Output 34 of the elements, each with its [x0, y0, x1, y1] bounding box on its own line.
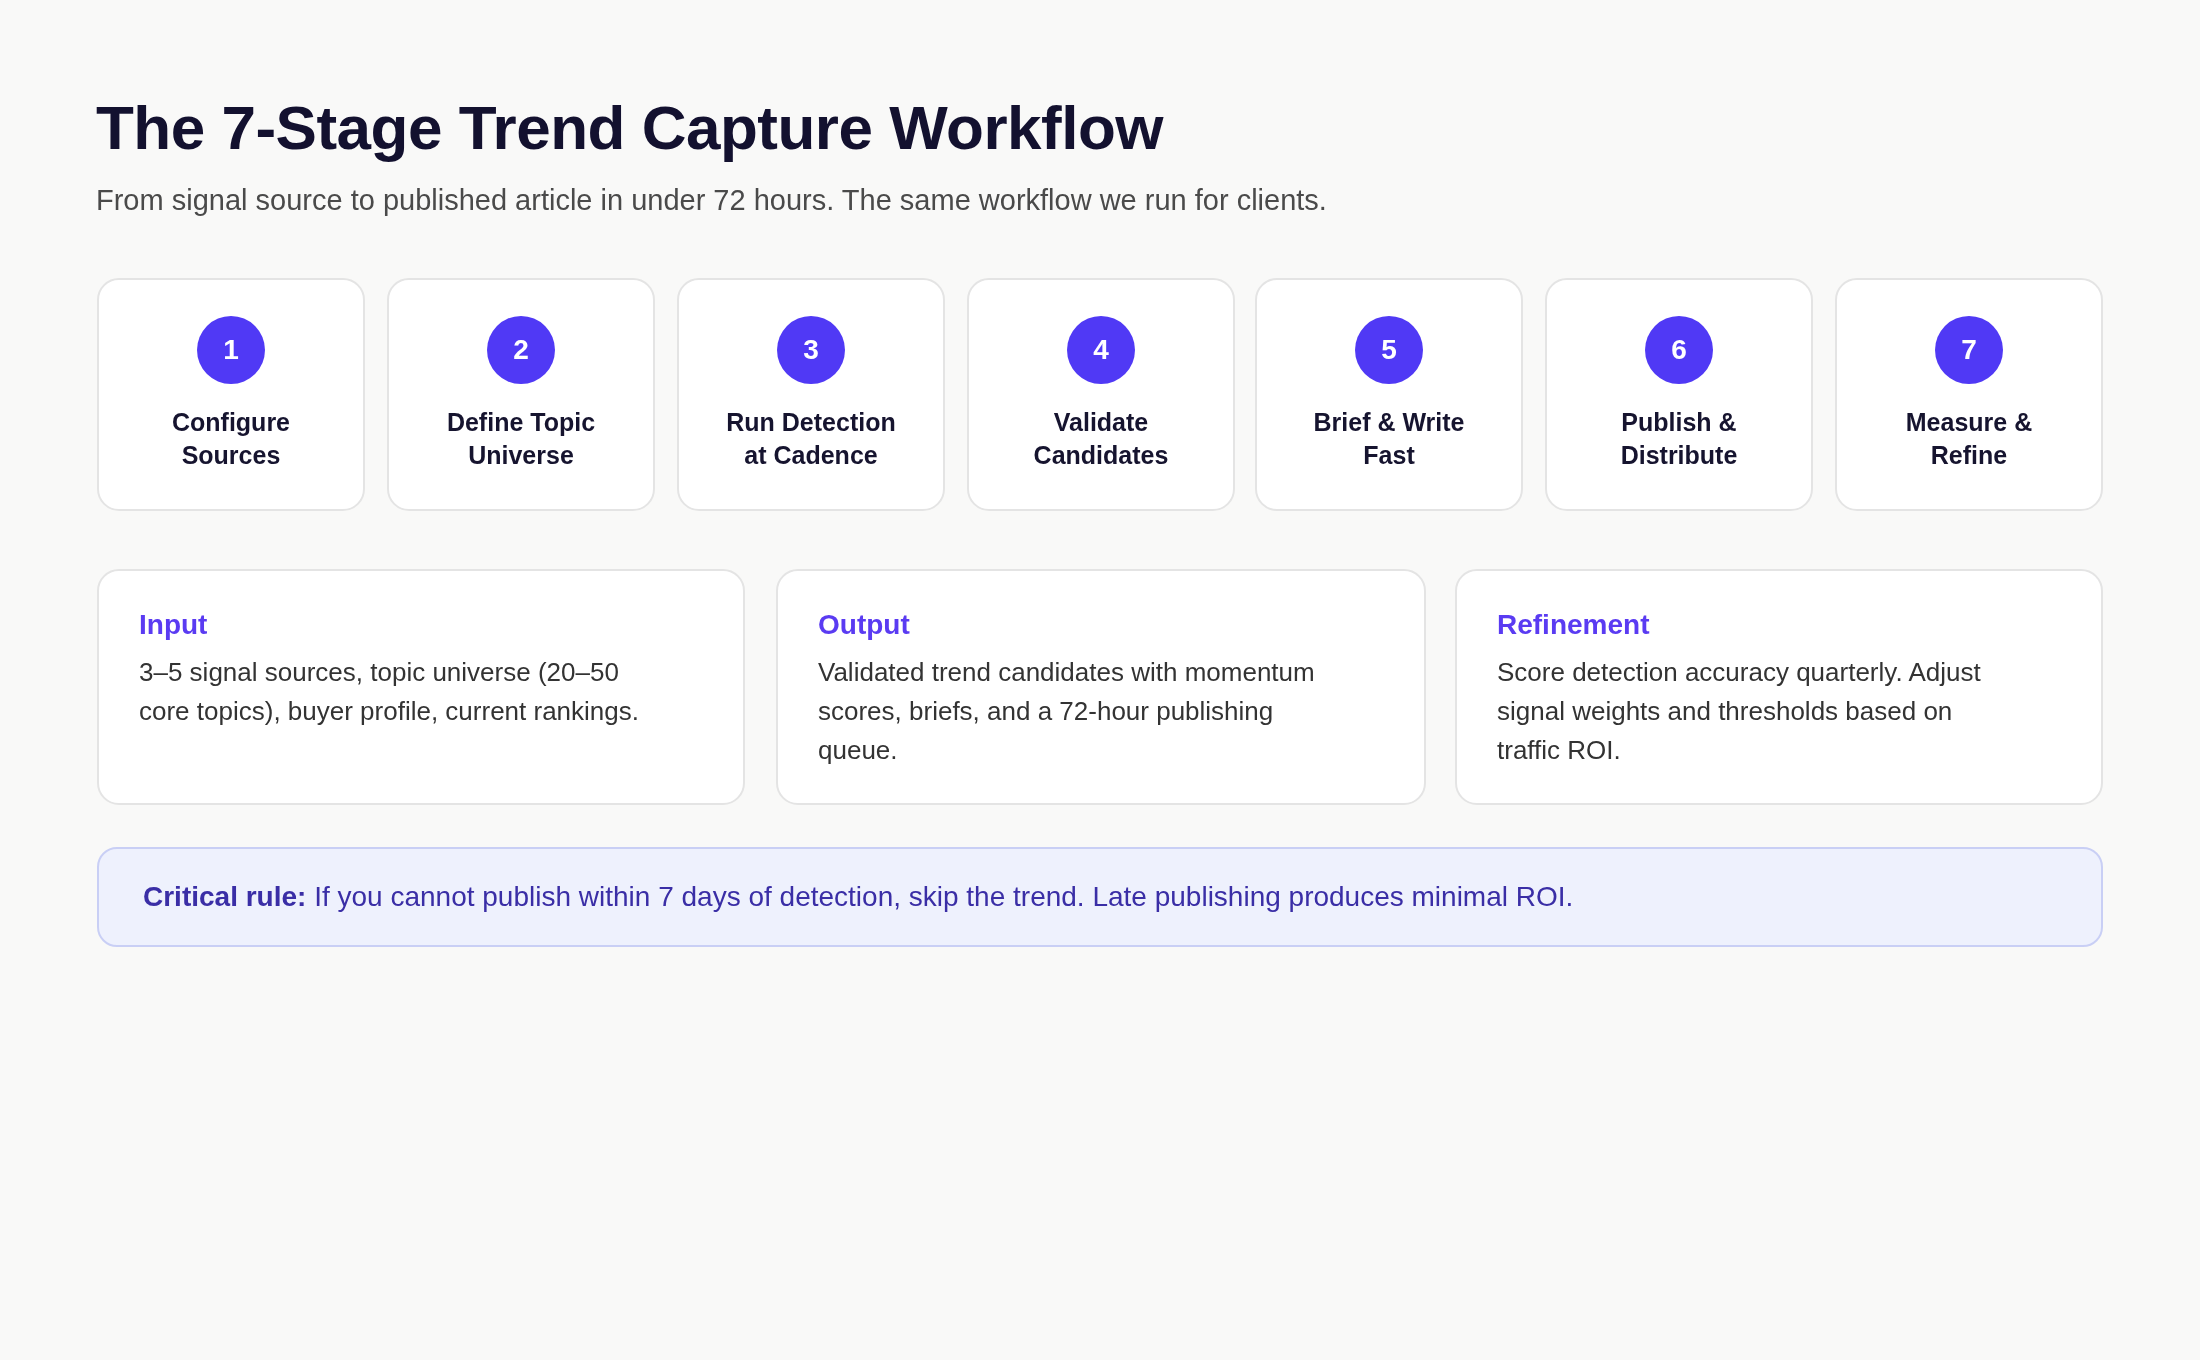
stage-card: [967, 278, 1235, 511]
card-heading: Refinement: [1497, 609, 1650, 641]
step-number: 3: [777, 316, 845, 384]
stage-card: [677, 278, 945, 511]
step-number: 4: [1067, 316, 1135, 384]
page-title: The 7-Stage Trend Capture Workflow: [96, 92, 1163, 163]
stage-card: [1545, 278, 1813, 511]
stage-card: [1255, 278, 1523, 511]
step-number: 2: [487, 316, 555, 384]
card-body-text: Score detection accuracy quarterly. Adjust signal weights and thresholds based on traffic ROI.: [1497, 656, 1982, 767]
stage-title: Measure & Refine: [1904, 407, 2034, 471]
step-number: 7: [1935, 316, 2003, 384]
stage-title: Run Detection at Cadence: [725, 407, 897, 471]
stage-title: Publish & Distribute: [1619, 407, 1739, 471]
info-card: [1455, 569, 2103, 805]
stage-card: [387, 278, 655, 511]
callout-banner: [97, 847, 2103, 947]
info-card: [97, 569, 745, 805]
subtitle: From signal source to published article in under 72 hours. The same workflow we run for clients.: [96, 184, 1327, 217]
step-number: 5: [1355, 316, 1423, 384]
card-body-text: Validated trend candidates with momentum scores, briefs, and a 72-hour publishing queue.: [818, 656, 1316, 767]
step-number: 6: [1645, 316, 1713, 384]
stage-title: Define Topic Universe: [445, 407, 597, 471]
info-card: [776, 569, 1426, 805]
step-number: 1: [197, 316, 265, 384]
callout-text: Critical rule: If you cannot publish within 7 days of detection, skip the trend. Late publishing produces minimal ROI.: [143, 881, 1575, 913]
stage-title: Validate Candidates: [1032, 407, 1170, 471]
stage-title: Configure Sources: [170, 407, 291, 471]
stage-card: [97, 278, 365, 511]
card-body-text: 3–5 signal sources, topic universe (20–50 core topics), buyer profile, current rankings.: [139, 656, 640, 728]
stage-title: Brief & Write Fast: [1312, 407, 1466, 471]
stage-card: [1835, 278, 2103, 511]
card-heading: Output: [818, 609, 910, 641]
card-heading: Input: [139, 609, 208, 641]
